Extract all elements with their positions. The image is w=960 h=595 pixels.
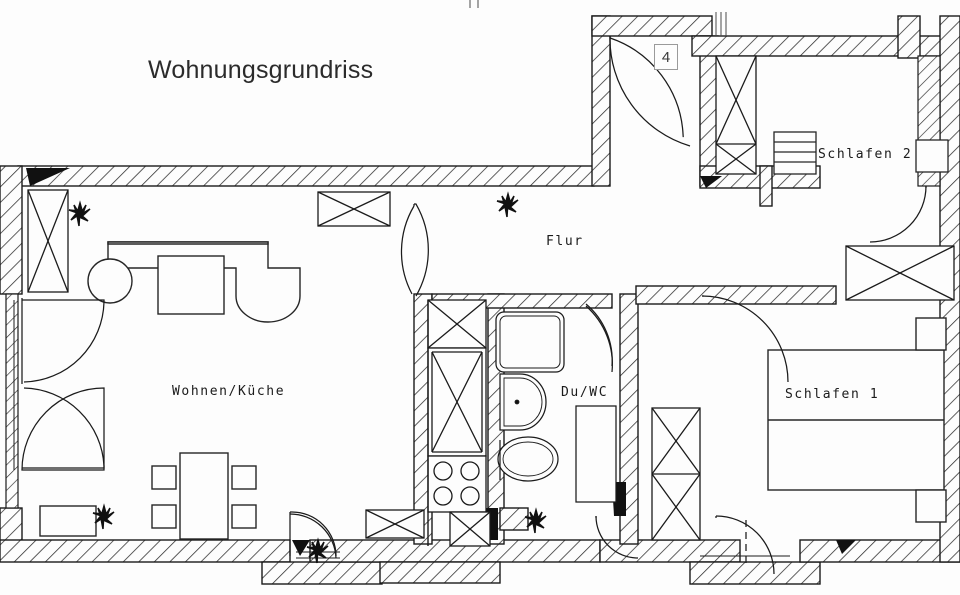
unit-number-badge: 4 bbox=[654, 44, 678, 70]
window-living-top bbox=[317, 191, 391, 227]
door-balcony-left-upper bbox=[21, 298, 105, 384]
threshold-group bbox=[13, 300, 790, 563]
door-living-to-hall bbox=[400, 203, 429, 297]
door-jamb-group bbox=[26, 168, 856, 556]
window-group bbox=[27, 189, 955, 539]
radiator bbox=[773, 131, 817, 175]
stove bbox=[427, 455, 487, 513]
kitchen-tall-cabinet bbox=[427, 347, 487, 457]
room-label-bedroom-1: Schlafen 1 bbox=[785, 387, 880, 402]
door-swing-group bbox=[21, 35, 927, 575]
washbasin bbox=[499, 373, 547, 431]
detail-tick-group bbox=[469, 0, 727, 36]
door-wc bbox=[595, 515, 639, 559]
closet-group bbox=[651, 55, 757, 541]
bedroom1-furniture-group bbox=[767, 317, 947, 523]
door-bedroom1-bottom bbox=[715, 515, 775, 575]
bedroom2-furniture-group bbox=[773, 131, 949, 175]
sideboard bbox=[39, 505, 97, 537]
nightstand-bottom bbox=[915, 489, 947, 523]
side-table bbox=[87, 258, 133, 304]
kitchen-group bbox=[427, 299, 491, 547]
door-balcony-left-lower bbox=[21, 387, 105, 471]
living-furniture-group bbox=[39, 241, 301, 540]
door-bedroom2 bbox=[869, 185, 927, 243]
room-label-bedroom-2: Schlafen 2 bbox=[818, 147, 913, 162]
room-label-bathroom: Du/WC bbox=[561, 385, 609, 400]
kitchen-lower-cabinet bbox=[449, 511, 491, 547]
bathroom-group bbox=[495, 311, 617, 503]
window-bedroom2-right bbox=[845, 245, 955, 301]
dining-table bbox=[151, 452, 257, 540]
page-title: Wohnungsgrundriss bbox=[148, 56, 374, 84]
nightstand-top bbox=[915, 317, 947, 351]
closet-entry bbox=[715, 55, 757, 175]
kitchen-upper-cabinet bbox=[427, 299, 487, 349]
shower-tray bbox=[495, 311, 565, 373]
room-label-hallway: Flur bbox=[546, 234, 584, 249]
bath-cabinet bbox=[575, 405, 617, 503]
window-living-bottom bbox=[365, 509, 425, 539]
toilet bbox=[497, 436, 559, 482]
door-hall-to-bedroom1 bbox=[701, 295, 789, 383]
window-living-left bbox=[27, 189, 69, 293]
bed bbox=[767, 349, 945, 491]
nightstand-bedroom2 bbox=[915, 139, 949, 173]
room-label-living-kitchen: Wohnen/Küche bbox=[172, 384, 286, 399]
sofa bbox=[107, 241, 301, 323]
door-bathroom bbox=[585, 303, 613, 373]
door-balcony-bottom bbox=[289, 511, 337, 559]
coffee-table bbox=[157, 255, 225, 315]
closet-hall-bottom bbox=[651, 407, 701, 541]
door-entrance bbox=[609, 35, 691, 147]
